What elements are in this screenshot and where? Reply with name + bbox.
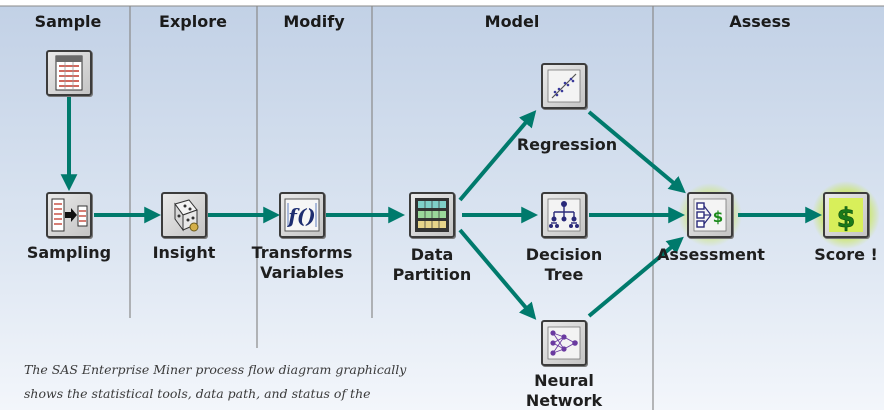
insight-node[interactable] xyxy=(161,192,207,238)
network-icon xyxy=(547,326,581,360)
transforms-variables-label: Transforms Variables xyxy=(251,243,353,282)
phase-explore: Explore xyxy=(159,12,227,31)
phase-assess: Assess xyxy=(729,12,791,31)
scatter-icon xyxy=(547,69,581,103)
svg-text:f(): f() xyxy=(286,204,316,228)
flow-arrow xyxy=(458,228,537,320)
flow-arrow xyxy=(458,110,537,202)
partition-icon xyxy=(415,198,449,232)
dollar-icon: $ xyxy=(829,198,863,234)
phase-sample: Sample xyxy=(34,12,102,31)
function-icon: f() xyxy=(284,198,320,232)
regression-label: Regression xyxy=(516,135,618,154)
insight-label: Insight xyxy=(152,243,216,262)
tree-icon xyxy=(547,198,581,232)
flow-arrow xyxy=(587,110,686,194)
decision-tree-label: Decision Tree xyxy=(525,245,603,284)
diagram-caption: The SAS Enterprise Miner process flow di… xyxy=(24,358,454,406)
caption-line-2: shows the statistical tools, data path, … xyxy=(24,386,371,401)
phase-model: Model xyxy=(484,12,540,31)
data-partition-node[interactable] xyxy=(409,192,455,238)
score-label: Score ! xyxy=(814,245,878,264)
input-data-node[interactable] xyxy=(46,50,92,96)
assessment-node[interactable]: $ xyxy=(687,192,733,238)
assessment-label: Assessment xyxy=(657,245,765,264)
flow-arrow xyxy=(587,236,684,318)
neural-network-node[interactable] xyxy=(541,320,587,366)
data-partition-label: Data Partition xyxy=(392,245,472,284)
caption-line-1: The SAS Enterprise Miner process flow di… xyxy=(24,362,407,377)
svg-text:$: $ xyxy=(837,203,856,234)
dice-icon xyxy=(174,199,199,232)
score-node[interactable]: $ xyxy=(823,192,869,238)
sampling-icon xyxy=(51,198,88,232)
phase-modify: Modify xyxy=(283,12,345,31)
sampling-node[interactable] xyxy=(46,192,92,238)
transforms-variables-node[interactable]: f() xyxy=(279,192,325,238)
neural-network-label: Neural Network xyxy=(525,371,603,410)
svg-text:$: $ xyxy=(713,208,723,226)
regression-node[interactable] xyxy=(541,63,587,109)
assessment-icon: $ xyxy=(693,198,727,232)
data-table-icon xyxy=(55,55,83,91)
sampling-label: Sampling xyxy=(26,243,112,262)
decision-tree-node[interactable] xyxy=(541,192,587,238)
